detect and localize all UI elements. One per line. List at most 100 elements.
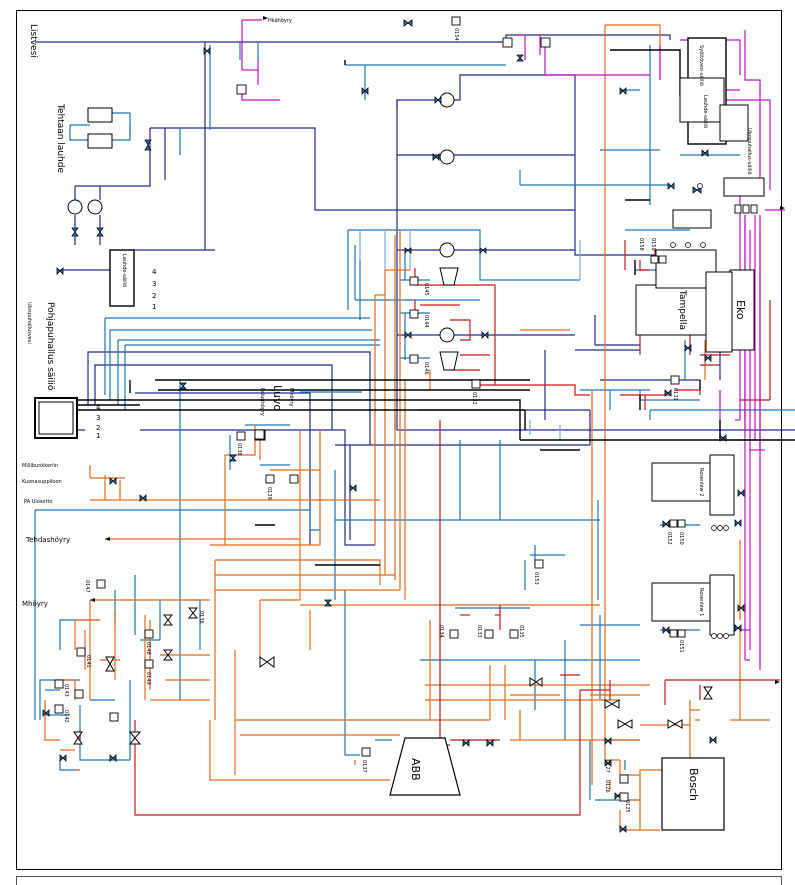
tag-0145: 0145 — [423, 283, 429, 296]
tag-0137: 0137 — [361, 760, 367, 773]
eko-economizer[interactable] — [729, 269, 755, 351]
tag-0150: 0150 — [678, 532, 684, 545]
tag-0144: 0144 — [423, 315, 429, 328]
title-block — [16, 876, 782, 885]
turbine-1[interactable] — [439, 267, 459, 286]
label-pohjapuhallus-1: 1 — [152, 303, 156, 311]
tag-0148: 0148 — [145, 642, 151, 655]
tag-0158: 0158 — [638, 238, 644, 251]
large-valves[interactable] — [73, 607, 713, 745]
label-tehtaan-lauhde: Tehtaan lauhde — [55, 103, 65, 173]
label-bosch: Bosch — [687, 768, 700, 801]
rosenlew-1-boiler[interactable] — [651, 582, 711, 622]
arrow-right-1 — [780, 206, 785, 210]
lauhde-pump-2 — [87, 199, 103, 215]
arrow-hakahoyry — [263, 16, 268, 20]
tag-0151: 0151 — [678, 640, 684, 653]
tag-0142: 0142 — [63, 710, 69, 723]
abb-turbine[interactable] — [389, 737, 461, 796]
label-ulospuhallus-right: Ulospuhallus-säiliö — [746, 128, 752, 175]
label-sailio-4: 4 — [96, 404, 101, 412]
label-luvo: Luvo — [271, 385, 284, 411]
arrow-right-2 — [775, 680, 780, 684]
rosenlew-2-shell — [709, 454, 735, 516]
label-rosenlew-1: Rosenlew 1 — [698, 588, 704, 616]
tag-0138: 0138 — [236, 443, 242, 456]
tag-0132: 0132 — [471, 392, 477, 405]
tag-0136: 0136 — [198, 611, 204, 624]
feed-pump-2[interactable] — [439, 149, 455, 165]
tag-0134: 0134 — [438, 625, 444, 638]
tag-0127: 0127 — [604, 760, 610, 773]
label-mhoyry: Mhöyry — [22, 600, 48, 608]
label-syottovesisailio: Syöttövesi-säiliö — [698, 45, 704, 86]
label-sailio-2: 2 — [96, 424, 100, 432]
label-lauhdesailio: Lauhde-säiliö — [121, 254, 127, 287]
rosenlew-1-shell — [709, 574, 735, 636]
lauhdesailio-left[interactable] — [109, 249, 135, 307]
label-eko: Eko — [734, 300, 747, 320]
label-sailio-1: 1 — [96, 432, 100, 440]
instrument-tags: 0154 0138 0139 0132 0145 0144 0146 0147 … — [63, 28, 684, 813]
lauhde-heat-exchanger-2 — [87, 133, 113, 149]
outlet-arrows — [90, 16, 785, 684]
rosenlew-2-boiler[interactable] — [651, 462, 711, 502]
tag-0152: 0152 — [666, 532, 672, 545]
bosch-boiler[interactable] — [661, 757, 725, 831]
tampella-boiler[interactable] — [635, 284, 713, 336]
arrow-tehdashoyry — [105, 537, 110, 541]
feed-pump-4[interactable] — [439, 327, 455, 343]
tag-0133: 0133 — [476, 625, 482, 638]
label-sailio-3: 3 — [96, 414, 100, 422]
labels: Listvesi Tehtaan lauhde Hkähöyry Pohjapu… — [22, 18, 752, 801]
label-pohjapuhallus-4: 4 — [152, 268, 157, 276]
valves — [42, 16, 758, 833]
label-pohjapuhallus-sailio: Pohjapuhallus säiliö — [45, 302, 55, 391]
label-tehdashoyry: Tehdashöyry — [25, 536, 70, 544]
lauhdesailio-right[interactable] — [679, 77, 725, 123]
tag-0125: 0125 — [624, 800, 630, 813]
right-tank-2 — [672, 209, 712, 229]
label-mhoyry-luvo: Mhöyry — [288, 388, 294, 407]
tag-0143: 0143 — [63, 684, 69, 697]
label-paluuhoyry: Paluuhöyry — [259, 388, 265, 416]
label-pohjapuhallus-2: 2 — [152, 292, 156, 300]
label-ulospuhallusvesi: Ulospuhallusvesi — [26, 302, 32, 344]
pohjapuhallus-sailio-inner — [38, 401, 74, 435]
tag-0126: 0126 — [604, 780, 610, 793]
arrow-mhoyry — [90, 598, 95, 602]
equipment — [34, 37, 765, 831]
label-pa-ulosotto: PA Ulosotto — [24, 499, 52, 505]
instrument-boxes[interactable] — [54, 16, 758, 802]
label-hakahoyry: Hkähöyry — [268, 18, 292, 24]
tag-0153: 0153 — [533, 572, 539, 585]
feed-pump-1[interactable] — [439, 92, 455, 108]
label-lauhdesailio-right: Lauhde-säiliö — [702, 95, 708, 128]
label-millibunkkeriin: Millibunkkeriin — [22, 463, 58, 469]
tag-0147: 0147 — [84, 580, 90, 593]
valve-symbol[interactable] — [42, 19, 745, 833]
label-rosenlew-2: Rosenlew 2 — [698, 468, 704, 496]
label-kuonasuppiloon: Kuonasuppiloon — [22, 479, 62, 485]
tag-0146: 0146 — [423, 362, 429, 375]
tag-0149: 0149 — [145, 672, 151, 685]
eko-frame — [705, 271, 733, 353]
tag-0154: 0154 — [453, 28, 459, 41]
tag-0139: 0139 — [266, 487, 272, 500]
tag-0141: 0141 — [85, 655, 91, 668]
feed-pump-3[interactable] — [439, 242, 455, 258]
label-abb: ABB — [409, 758, 422, 781]
tag-0131: 0131 — [672, 388, 678, 401]
lauhde-pump-1 — [67, 199, 83, 215]
turbine-2[interactable] — [439, 351, 459, 371]
instrument-circles — [670, 183, 729, 639]
steam-pipes — [44, 24, 770, 831]
tag-0135: 0135 — [518, 625, 524, 638]
right-tank-1 — [723, 177, 765, 197]
tag-0159: 0159 — [650, 238, 656, 251]
lauhde-heat-exchanger-1 — [87, 107, 113, 123]
label-listvesi: Listvesi — [28, 24, 38, 58]
label-tampella: Tampella — [677, 289, 687, 330]
ulospuhallussailio-right[interactable] — [719, 104, 749, 142]
